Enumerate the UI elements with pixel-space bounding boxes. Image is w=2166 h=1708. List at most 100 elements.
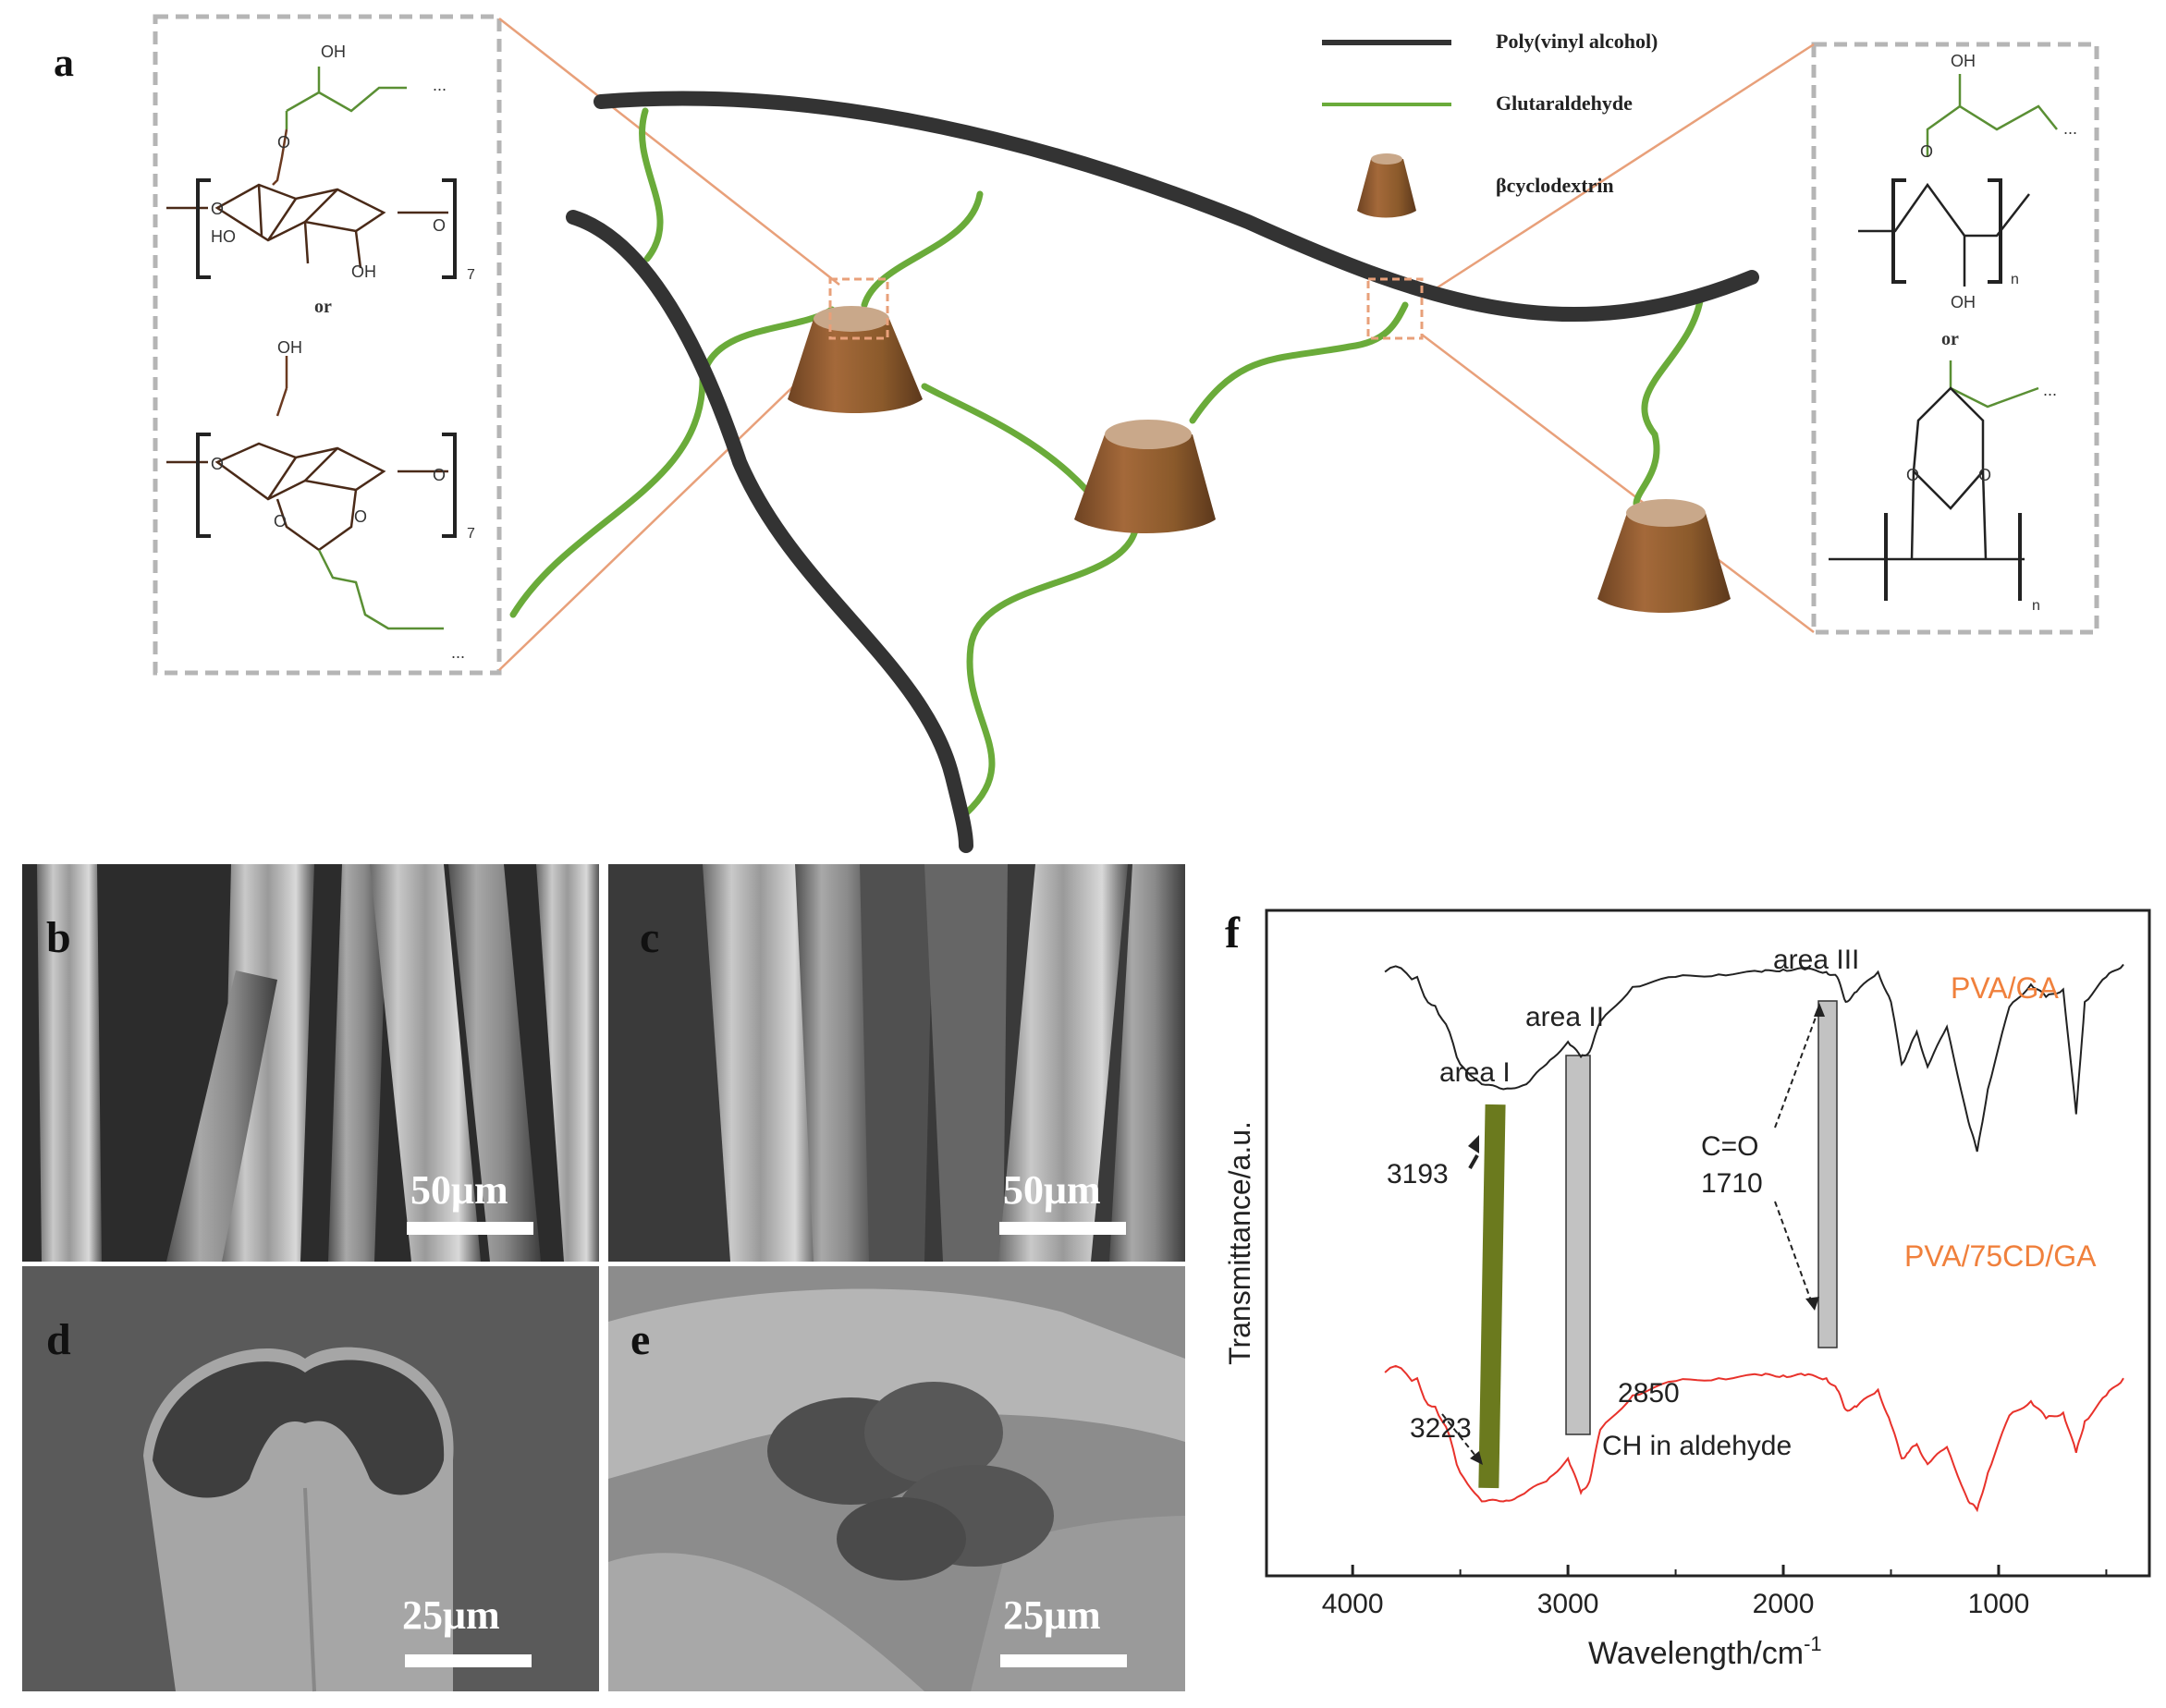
- x-axis-label: Wavelength/cm-1: [1588, 1632, 1822, 1671]
- cyclodextrin-cup-1: [788, 306, 923, 413]
- scale-bar-e: [1000, 1654, 1127, 1667]
- sem-fibers-b: [37, 864, 599, 1262]
- chem-label: O: [1920, 142, 1933, 161]
- chem-label: O: [433, 466, 446, 484]
- annotation-3193: 3193: [1387, 1159, 1449, 1190]
- chem-label: O: [277, 133, 290, 152]
- area-i-band: [1478, 1104, 1506, 1489]
- chem-label: ...: [433, 76, 447, 94]
- legend-ga-label: Glutaraldehyde: [1496, 92, 1633, 115]
- scale-text-d: 25μm: [402, 1592, 500, 1638]
- x-tick-label: 1000: [1968, 1589, 2030, 1619]
- right-structure-labels: OH O ... OH n or ... O O n: [1906, 52, 2077, 614]
- cyclodextrin-cup-3: [1597, 499, 1731, 613]
- panel-d: d 25μm: [22, 1266, 599, 1692]
- chem-label: O: [211, 455, 224, 473]
- ftir-annotations: area I area II area III 3193 C=O 1710 32…: [1387, 945, 1859, 1461]
- panel-b: b 50μm: [22, 864, 599, 1262]
- annotation-3193-pointer: [1468, 1154, 1479, 1169]
- legend-cd-icon: [1357, 153, 1416, 218]
- panel-label-f: f: [1225, 909, 1241, 958]
- x-tick-label: 4000: [1322, 1589, 1384, 1619]
- zoom-square-pva: [1366, 277, 1424, 340]
- zoom-square-cd: [828, 277, 889, 340]
- annotation-area-iii: area III: [1773, 945, 1859, 975]
- panel-label-e: e: [630, 1315, 650, 1364]
- series-line-pva-75cd-ga: [1384, 1364, 2124, 1513]
- scale-text-b: 50μm: [410, 1167, 508, 1213]
- chem-label: O: [211, 200, 224, 218]
- panel-c: c 50μm: [608, 864, 1185, 1262]
- chem-label: OH: [1951, 52, 1976, 70]
- sem-fibers-c: [703, 864, 1185, 1262]
- panel-label-c: c: [640, 913, 659, 962]
- scale-text-e: 25μm: [1003, 1592, 1101, 1638]
- panel-a: a OH ... O O: [54, 14, 2099, 853]
- series-line-pva-ga: [1384, 963, 2124, 1153]
- x-axis-ticks: [1351, 1565, 2108, 1576]
- glutaraldehyde-chains: [509, 107, 1705, 817]
- chem-label: ...: [451, 643, 465, 662]
- legend-pva-label: Poly(vinyl alcohol): [1496, 30, 1658, 53]
- chem-label: OH: [1951, 293, 1976, 311]
- scale-text-c: 50μm: [1003, 1167, 1101, 1213]
- chem-label: ...: [2063, 119, 2077, 138]
- x-axis-tick-labels: 4000 3000 2000 1000: [1322, 1589, 2030, 1619]
- annotation-co: C=O: [1701, 1131, 1759, 1162]
- scale-bar-c: [999, 1222, 1126, 1235]
- plot-frame: [1265, 909, 2151, 1578]
- chem-label: O: [274, 512, 287, 531]
- area-ii-band: [1565, 1055, 1591, 1435]
- chem-label: HO: [211, 227, 236, 246]
- chem-label: O: [1906, 466, 1919, 484]
- annotation-1710: 1710: [1701, 1168, 1763, 1199]
- x-axis-label-sup: -1: [1804, 1632, 1822, 1655]
- annotation-2850: 2850: [1618, 1378, 1680, 1409]
- chem-label: n: [2032, 598, 2040, 614]
- y-axis-label: Transmittance/a.u.: [1223, 1121, 1256, 1365]
- cyclodextrin-cup-2: [1074, 420, 1216, 533]
- chem-label: OH: [277, 338, 302, 357]
- chem-label: O: [433, 216, 446, 235]
- panel-e: e 25μm: [608, 1266, 1185, 1691]
- x-axis-label-text: Wavelength/cm: [1588, 1636, 1804, 1671]
- sem-fiber-d: [143, 1347, 454, 1692]
- series-label-pva-75cd-ga: PVA/75CD/GA: [1904, 1239, 2097, 1273]
- chem-label: 7: [467, 267, 475, 283]
- scale-bar-d: [405, 1654, 532, 1667]
- pva-chains: [566, 91, 1759, 853]
- chem-label: OH: [321, 43, 346, 61]
- scale-bar-b: [407, 1222, 533, 1235]
- annotation-ch-aldehyde: CH in aldehyde: [1602, 1431, 1792, 1461]
- chem-label: OH: [351, 262, 376, 281]
- legend: Poly(vinyl alcohol) Glutaraldehyde βcycl…: [1322, 30, 1658, 218]
- x-tick-label: 2000: [1753, 1589, 1815, 1619]
- series-layer: [1384, 963, 2124, 1513]
- annotation-area-i: area I: [1439, 1057, 1511, 1088]
- chem-label: 7: [467, 526, 475, 542]
- left-structure-box: [153, 14, 502, 676]
- annotation-area-ii: area II: [1525, 1002, 1604, 1032]
- x-tick-label: 3000: [1537, 1589, 1599, 1619]
- right-chemical-structure: [1829, 74, 2058, 601]
- panel-f: f 4000 3000 2000 1000 area I area II area I…: [1223, 909, 2151, 1671]
- area-iii-band: [1817, 1000, 1838, 1348]
- zoom-lines: [498, 18, 1815, 671]
- chem-label: O: [1978, 466, 1991, 484]
- chem-label: or: [314, 297, 332, 317]
- chem-label: ...: [2043, 381, 2057, 399]
- left-structure-labels: OH ... O O O HO OH 7 or OH O O O O 7 ...: [211, 43, 475, 662]
- chem-label: or: [1941, 329, 1959, 349]
- chem-label: n: [2011, 272, 2019, 287]
- right-structure-box: [1811, 42, 2099, 635]
- left-chemical-structure: [166, 67, 457, 630]
- series-label-pva-ga: PVA/GA: [1951, 971, 2059, 1005]
- panel-label-d: d: [46, 1315, 71, 1364]
- sem-fibers-e: [608, 1288, 1185, 1691]
- chem-label: O: [354, 507, 367, 526]
- panel-label-a: a: [54, 40, 74, 85]
- panel-label-b: b: [46, 913, 71, 962]
- arrow-heads: [1468, 1003, 1825, 1465]
- annotation-arrows: [1441, 1006, 1820, 1461]
